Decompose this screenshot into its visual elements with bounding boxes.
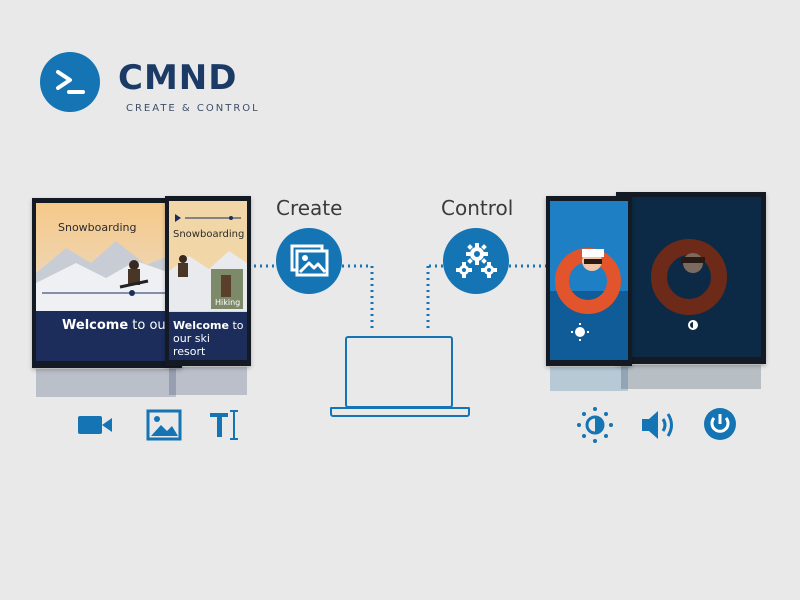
portrait-welcome: Welcome to our ski resort: [173, 319, 244, 358]
laptop-screen: [345, 336, 453, 408]
volume-icon[interactable]: [640, 408, 678, 442]
terminal-prompt-icon: [56, 70, 85, 94]
power-icon[interactable]: [703, 407, 737, 441]
hiking-label: Hiking: [215, 298, 241, 307]
image-icon[interactable]: [146, 408, 182, 442]
pool-image: [550, 201, 628, 360]
create-badge: [276, 228, 342, 294]
brightness-icon[interactable]: [576, 406, 614, 444]
images-icon: [290, 244, 329, 277]
logo-mark: [40, 52, 100, 112]
video-camera-icon[interactable]: [76, 410, 114, 440]
landscape-display-content: Snowboarding Welcome to our: [36, 203, 176, 361]
gears-icon: [456, 243, 497, 278]
landscape-reflection: [36, 369, 176, 397]
control-heading: Control: [441, 196, 514, 220]
portrait-display-content: Snowboarding Hiking Welcome to our ski r…: [169, 201, 247, 360]
dim-pool-image: [621, 197, 761, 357]
dim-reflection: [621, 365, 761, 389]
control-badge: [443, 228, 509, 294]
landscape-welcome: Welcome to our: [62, 318, 172, 333]
landscape-title: Snowboarding: [58, 221, 137, 234]
dim-landscape-content: [621, 197, 761, 357]
portrait-reflection: [169, 367, 247, 395]
snow-scene-image: [36, 203, 176, 361]
portrait-title: Snowboarding: [173, 229, 245, 240]
portrait-welcome-band: [169, 312, 247, 360]
brand-tagline: CREATE & CONTROL: [126, 103, 260, 114]
create-heading: Create: [276, 196, 343, 220]
bright-portrait-content: [550, 201, 628, 360]
text-cursor-icon[interactable]: [208, 408, 240, 442]
landscape-welcome-band: [36, 311, 176, 361]
pool-reflection: [550, 367, 628, 391]
laptop-base: [330, 407, 470, 417]
brand-name: CMND: [118, 58, 238, 98]
